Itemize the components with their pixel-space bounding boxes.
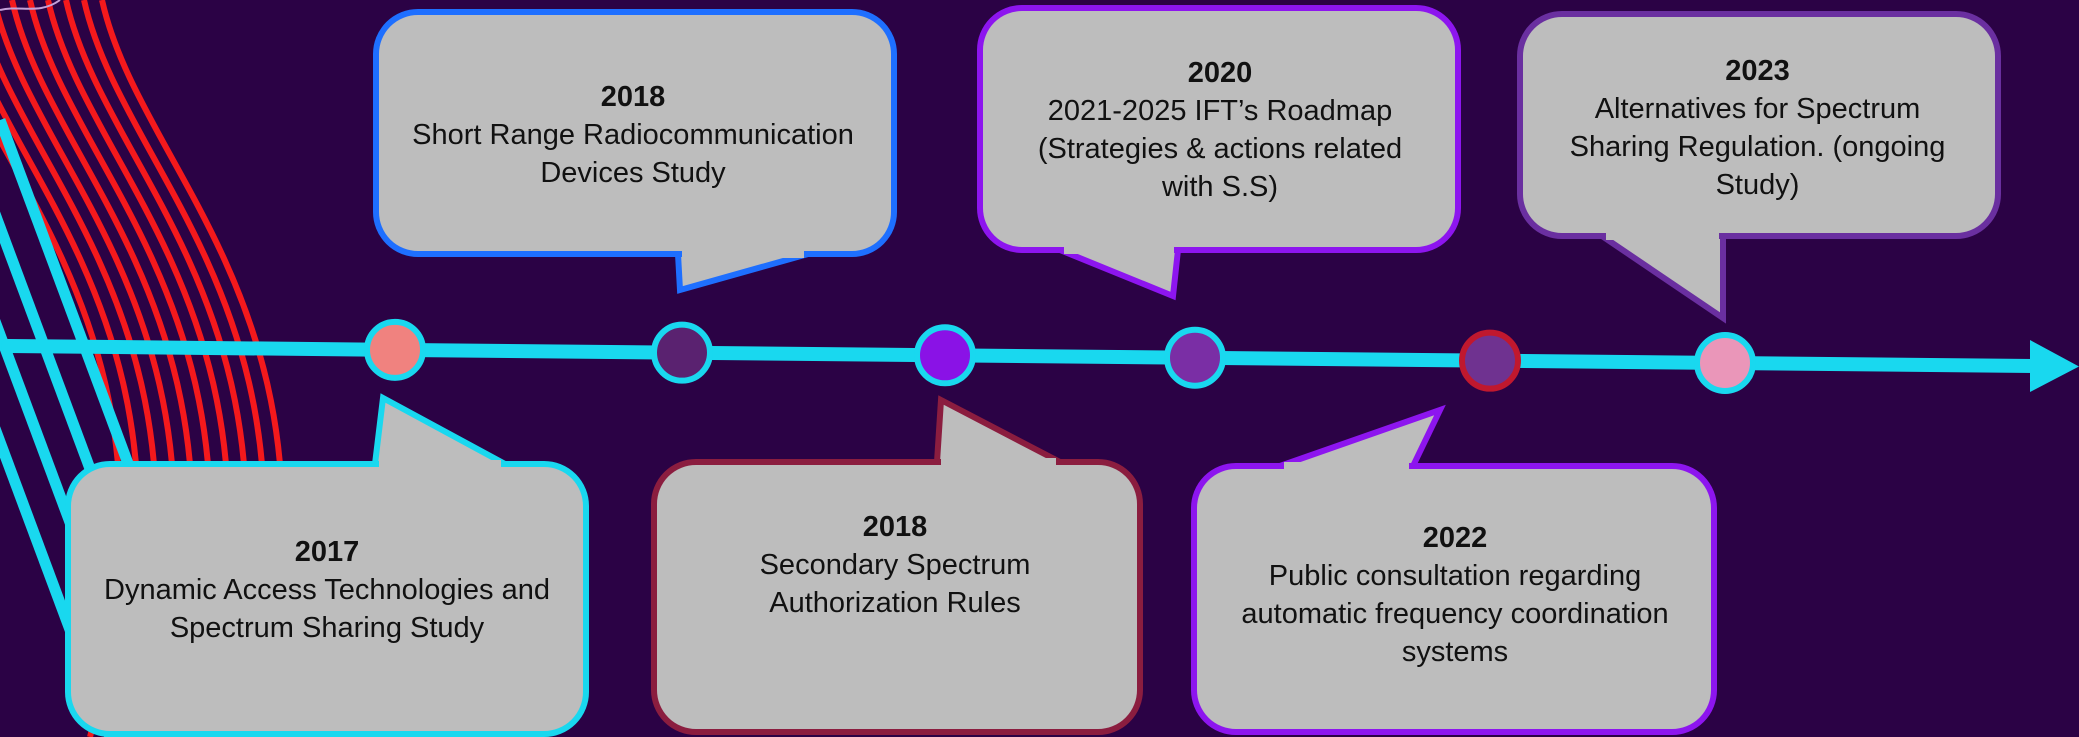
callout-box [977, 5, 1461, 253]
milestone-year: 2018 [862, 511, 928, 543]
callout-m2022 [1191, 404, 1717, 735]
milestone-2020-label: 2020 2021-2025 IFT’s Roadmap (Strategies… [985, 55, 1455, 205]
callout-m2018b [651, 395, 1143, 735]
decor-mesh-line [0, 0, 61, 11]
milestone-year: 2023 [1725, 55, 1790, 87]
callout-box [651, 459, 1143, 735]
callout-bubbles [65, 5, 2001, 737]
milestone-year: 2018 [600, 81, 666, 113]
milestone-2022-label: 2022 Public consultation regarding autom… [1200, 510, 1710, 680]
callout-m2017 [65, 393, 589, 737]
milestone-year: 2017 [294, 536, 360, 568]
milestone-marker-m2018a [651, 321, 713, 384]
milestone-text: Secondary Spectrum Authorization Rules [759, 549, 1031, 619]
milestone-year: 2020 [1187, 57, 1253, 89]
milestone-marker-m2018b [914, 324, 976, 387]
milestone-text: Short Range Radiocommunication Devices S… [412, 119, 854, 189]
callout-m2018a [373, 9, 897, 294]
callout-box [373, 9, 897, 257]
callout-tail [1279, 404, 1446, 469]
callout-tail [371, 393, 507, 467]
milestone-2023-label: 2023 Alternatives for Spectrum Sharing R… [1525, 48, 1990, 208]
callout-m2020 [977, 5, 1461, 301]
milestone-markers [364, 318, 1756, 394]
milestone-marker-m2023 [1694, 331, 1756, 394]
callout-tail [1592, 233, 1726, 324]
callout-tail [1058, 247, 1182, 301]
milestone-marker-m2020 [1164, 326, 1226, 389]
milestone-2018b-label: 2018 Secondary Spectrum Authorization Ru… [660, 510, 1130, 620]
callout-box [1517, 11, 2001, 239]
callout-tail [674, 251, 809, 294]
milestone-text: 2021-2025 IFT’s Roadmap (Strategies & ac… [1037, 95, 1403, 203]
timeline-axis [1, 339, 2079, 392]
milestone-text: Dynamic Access Technologies and Spectrum… [104, 574, 550, 644]
milestone-2018a-label: 2018 Short Range Radiocommunication Devi… [378, 70, 888, 200]
milestone-text: Alternatives for Spectrum Sharing Regula… [1569, 93, 1946, 201]
milestone-2017-label: 2017 Dynamic Access Technologies and Spe… [72, 510, 582, 670]
callout-box [65, 461, 589, 737]
milestone-marker-m2022 [1459, 329, 1521, 392]
milestone-year: 2022 [1422, 522, 1488, 554]
milestone-text: Public consultation regarding automatic … [1241, 560, 1669, 668]
milestone-marker-m2017 [364, 318, 426, 381]
callout-tail [933, 395, 1062, 465]
callout-box [1191, 463, 1717, 735]
callout-m2023 [1517, 11, 2001, 324]
timeline-arrowhead [2030, 340, 2079, 392]
